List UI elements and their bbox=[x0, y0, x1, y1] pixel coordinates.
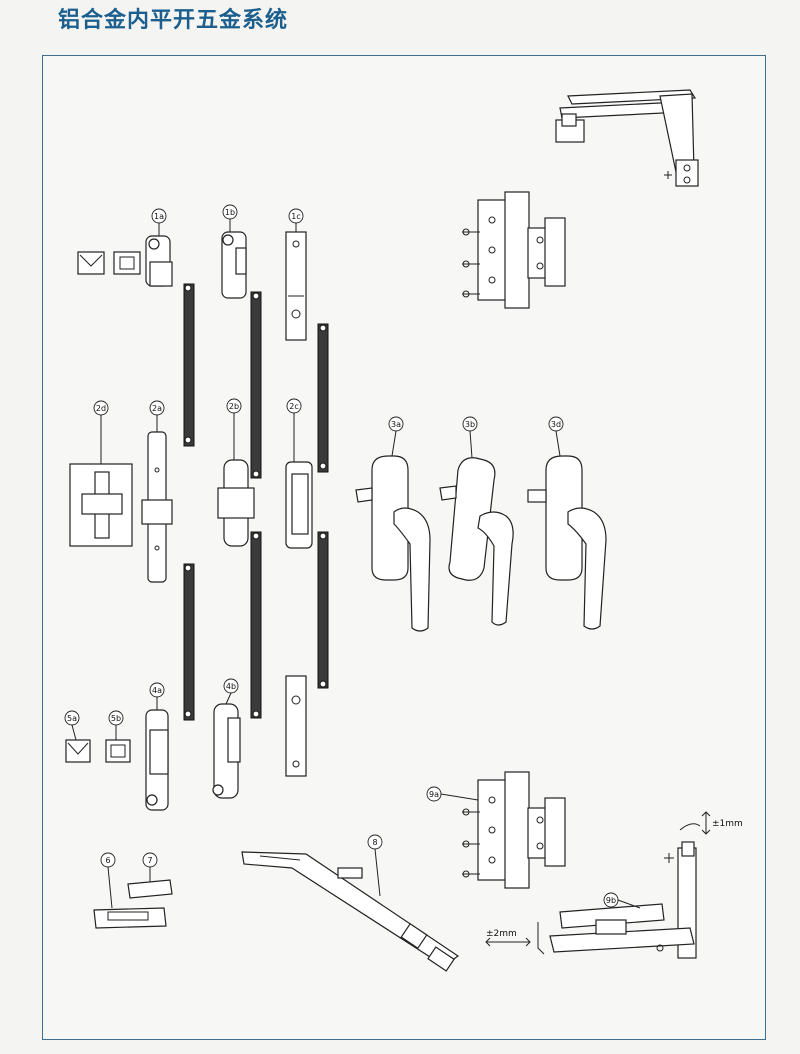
part-4a bbox=[145, 709, 169, 811]
top-hinge bbox=[462, 191, 566, 309]
handle-3b bbox=[439, 457, 514, 626]
label-2c: 2c bbox=[286, 398, 302, 414]
handle-3d bbox=[527, 455, 607, 630]
label-6: 6 bbox=[100, 852, 116, 868]
label-2b: 2b bbox=[226, 398, 242, 414]
svg-text:2c: 2c bbox=[289, 402, 299, 411]
label-4a: 4a bbox=[149, 682, 165, 698]
part-1a bbox=[145, 235, 173, 287]
svg-text:3d: 3d bbox=[551, 420, 561, 429]
label-2d: 2d bbox=[93, 400, 109, 416]
bottom-hinge-9a bbox=[462, 771, 566, 889]
label-3a: 3a bbox=[388, 416, 404, 432]
top-stay-assembly bbox=[555, 89, 699, 187]
label-9a: 9a bbox=[426, 786, 442, 802]
handle-3a bbox=[355, 455, 431, 632]
svg-text:3b: 3b bbox=[465, 420, 475, 429]
svg-text:3a: 3a bbox=[391, 420, 401, 429]
label-9b: 9b bbox=[603, 892, 619, 908]
label-1c: 1c bbox=[288, 208, 304, 224]
connecting-bar-5 bbox=[317, 323, 329, 473]
label-5a: 5a bbox=[64, 710, 80, 726]
svg-text:9a: 9a bbox=[429, 790, 439, 799]
connecting-bar-3 bbox=[250, 291, 262, 479]
part-2b bbox=[217, 459, 255, 547]
label-7: 7 bbox=[142, 852, 158, 868]
label-2a: 2a bbox=[149, 400, 165, 416]
label-1a: 1a bbox=[151, 208, 167, 224]
svg-text:±1mm: ±1mm bbox=[712, 819, 743, 829]
svg-text:6: 6 bbox=[105, 856, 110, 865]
part-5-keeps-top bbox=[77, 251, 141, 275]
part-5-keeps-bottom bbox=[65, 739, 131, 763]
svg-text:7: 7 bbox=[147, 856, 152, 865]
part-2a bbox=[141, 431, 173, 583]
part-2c bbox=[285, 461, 313, 549]
label-5b: 5b bbox=[108, 710, 124, 726]
connecting-bar-1 bbox=[183, 283, 195, 447]
label-8: 8 bbox=[367, 834, 383, 850]
part-1c bbox=[285, 231, 307, 341]
label-3b: 3b bbox=[462, 416, 478, 432]
svg-text:5a: 5a bbox=[67, 714, 77, 723]
dimension-1mm: ±1mm bbox=[679, 811, 743, 835]
label-3d: 3d bbox=[548, 416, 564, 432]
part-6 bbox=[93, 907, 167, 929]
bottom-stay-9b bbox=[537, 841, 697, 959]
svg-text:4a: 4a bbox=[152, 686, 162, 695]
svg-text:1c: 1c bbox=[291, 212, 301, 221]
svg-text:8: 8 bbox=[372, 838, 377, 847]
part-4b bbox=[212, 703, 241, 799]
page-title: 铝合金内平开五金系统 bbox=[58, 8, 289, 33]
connecting-bar-6 bbox=[317, 531, 329, 689]
svg-text:2a: 2a bbox=[152, 404, 162, 413]
svg-text:2b: 2b bbox=[229, 402, 239, 411]
leader-lines bbox=[71, 219, 641, 909]
label-1b: 1b bbox=[222, 204, 238, 220]
part-bottom-keeper bbox=[285, 675, 307, 777]
part-1b bbox=[221, 231, 247, 299]
label-4b: 4b bbox=[223, 678, 239, 694]
part-2d bbox=[69, 463, 133, 547]
stay-arm-8 bbox=[241, 851, 460, 972]
connecting-bar-2 bbox=[183, 563, 195, 721]
svg-text:1b: 1b bbox=[225, 208, 235, 217]
svg-text:2d: 2d bbox=[96, 404, 106, 413]
connecting-bar-4 bbox=[250, 531, 262, 719]
svg-text:±2mm: ±2mm bbox=[486, 929, 517, 939]
svg-text:5b: 5b bbox=[111, 714, 121, 723]
svg-text:1a: 1a bbox=[154, 212, 164, 221]
svg-text:4b: 4b bbox=[226, 682, 236, 691]
dimension-2mm: ±2mm bbox=[485, 929, 531, 947]
part-7 bbox=[127, 879, 173, 899]
svg-text:9b: 9b bbox=[606, 896, 616, 905]
